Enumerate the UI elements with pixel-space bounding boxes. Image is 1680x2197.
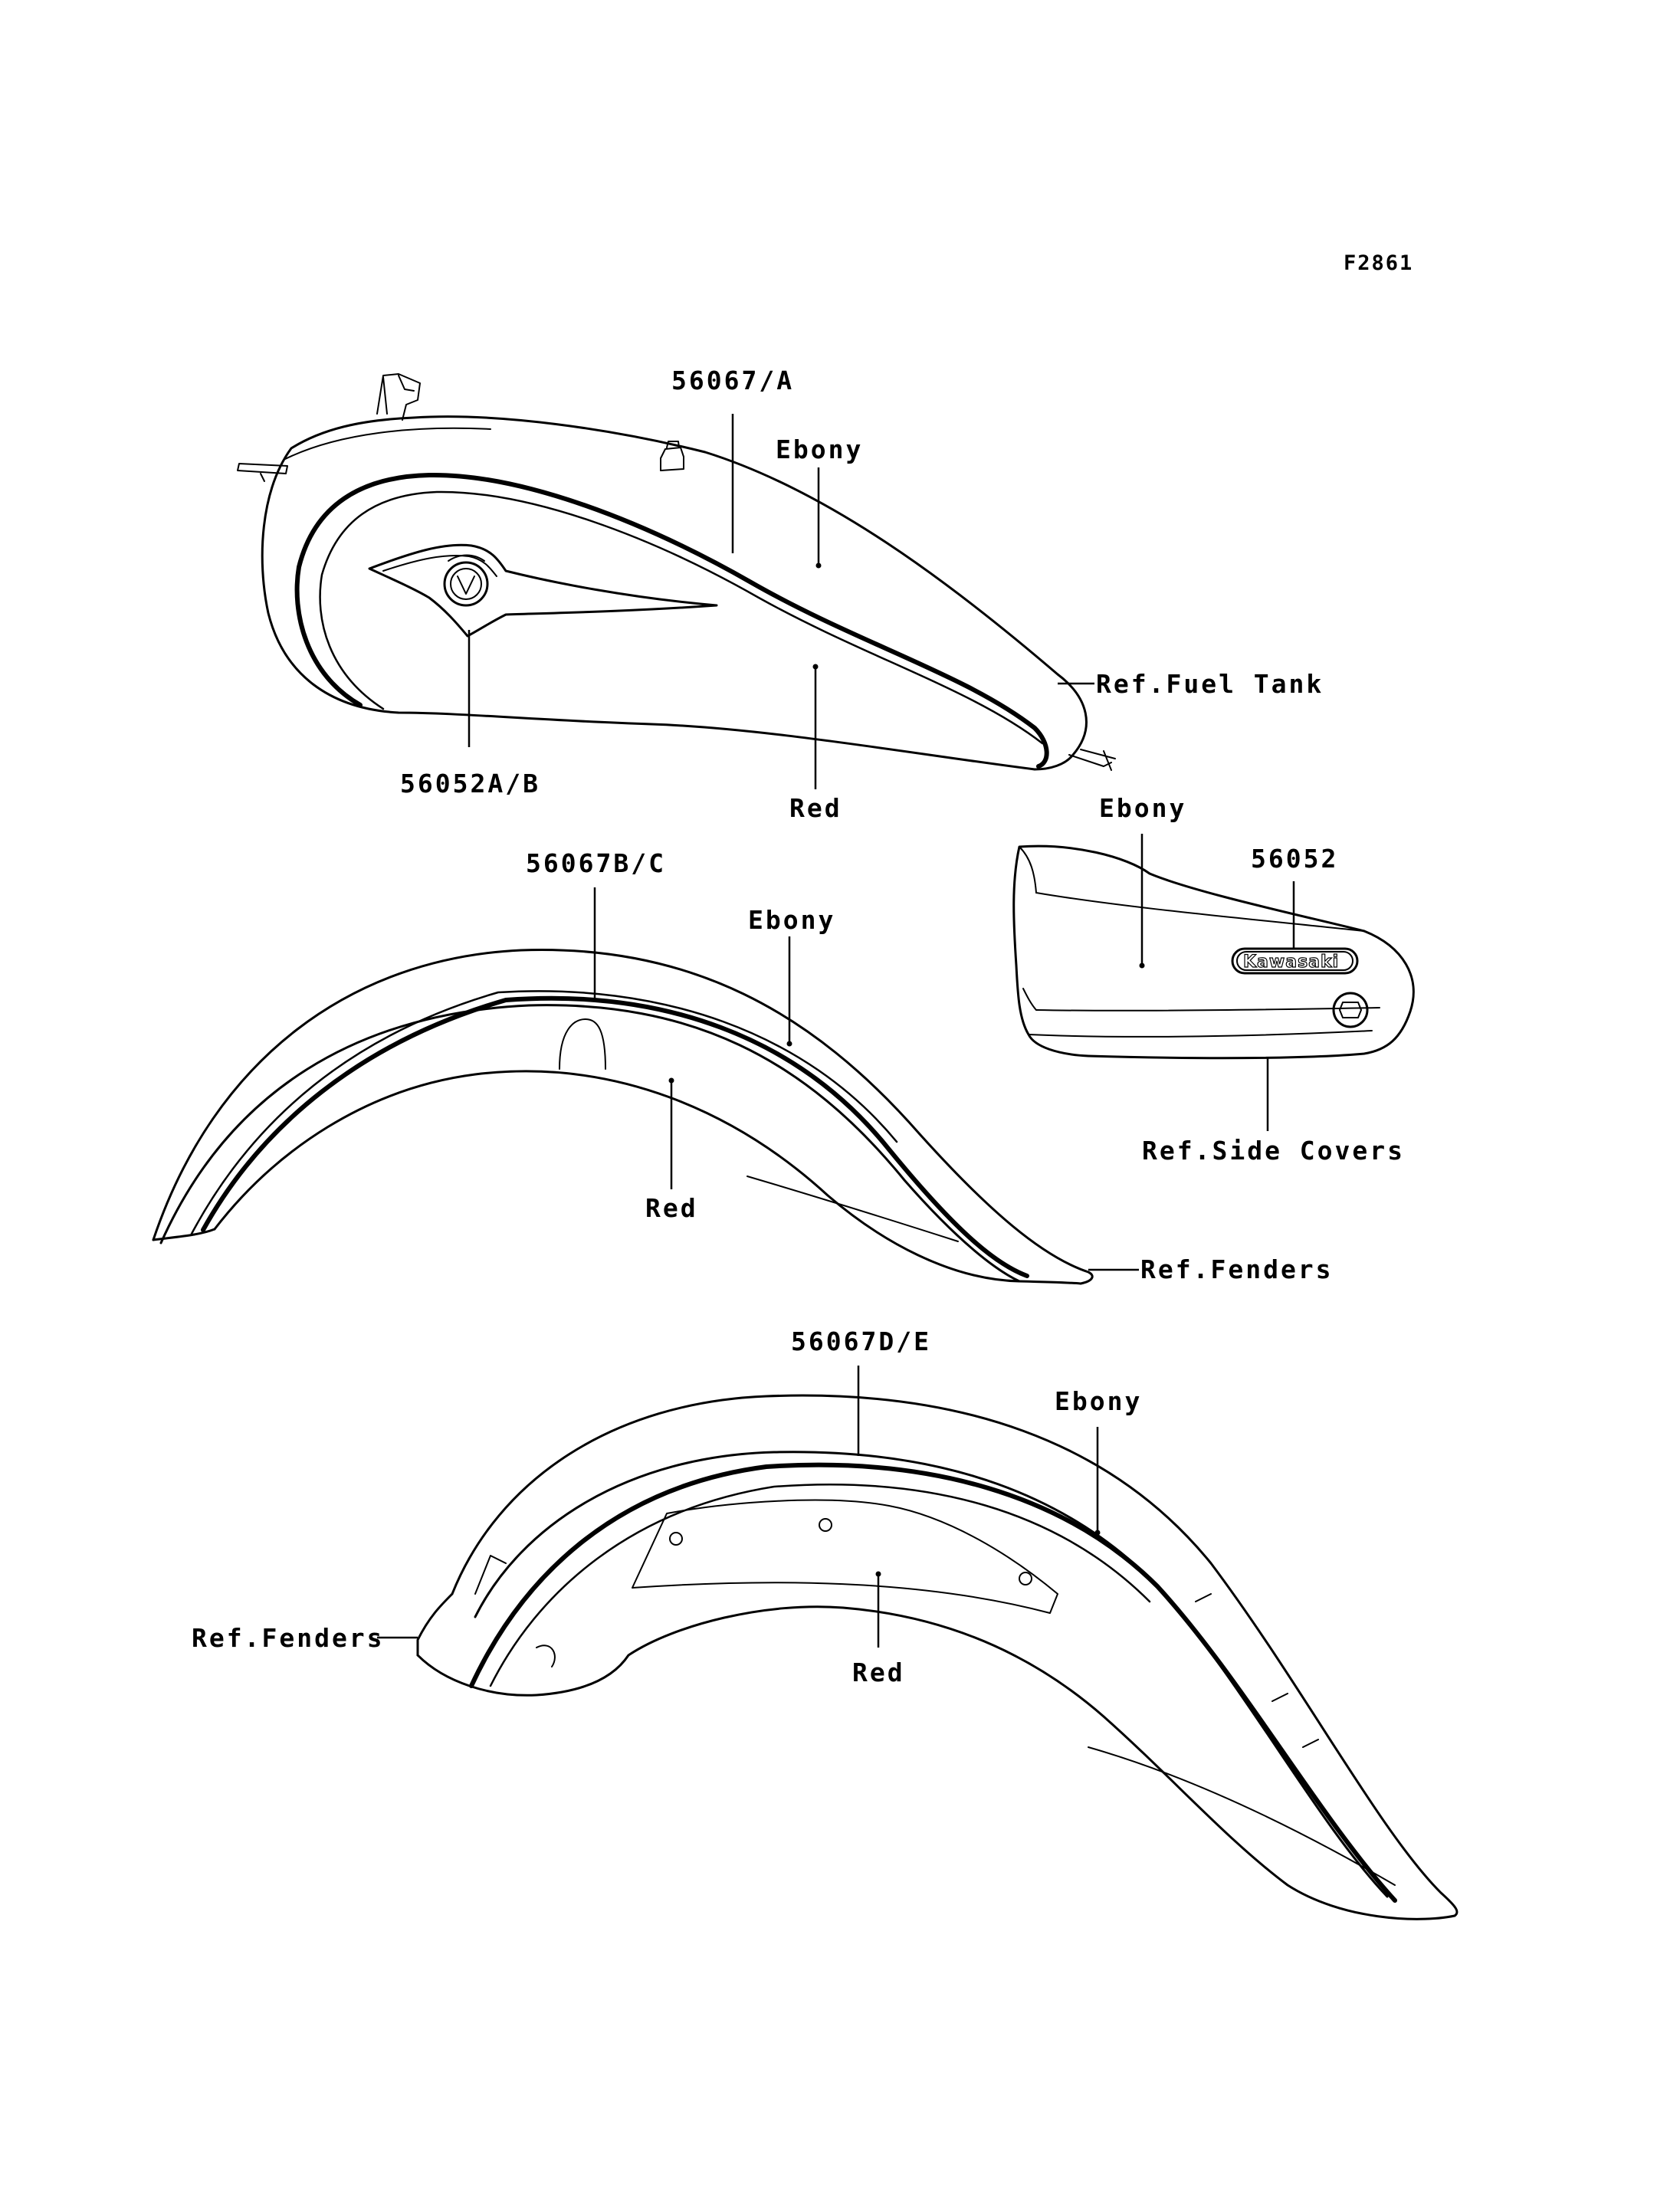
tank-ref-label: Ref.Fuel Tank (1096, 669, 1324, 699)
svg-text:Kawasaki: Kawasaki (1243, 953, 1339, 972)
rear-fender-hole-3 (1019, 1572, 1032, 1585)
tank-stripe-inner (319, 490, 1044, 745)
tank-rear-mount (1068, 749, 1116, 771)
fuel-tank: 56067/A Ebony 56052A/B Red Ref.Fuel Tank (237, 366, 1324, 823)
tank-top-edge (283, 427, 491, 461)
rear-fender-stripe (469, 1462, 1397, 1903)
front-fender-mount (559, 1018, 606, 1070)
side-cover-outline (1012, 844, 1415, 1060)
front-fender-ebony-label: Ebony (748, 905, 835, 935)
rear-fender-ref-label: Ref.Fenders (192, 1623, 385, 1653)
rear-fender-hole-2 (819, 1518, 832, 1532)
side-cover-ref-label: Ref.Side Covers (1142, 1136, 1405, 1166)
side-cover-part-label: 56052 (1251, 844, 1338, 874)
tank-ebony-label: Ebony (776, 434, 863, 464)
rear-fender-ebony-label: Ebony (1055, 1386, 1142, 1416)
side-cover-ebony-label: Ebony (1099, 793, 1186, 823)
rear-fender-part-label: 56067D/E (791, 1326, 931, 1356)
rear-fender-red-label: Red (852, 1658, 905, 1687)
side-cover-bolt (1332, 992, 1369, 1028)
side-cover: Kawasaki Ebony 56052 Ref.Side Covers (1012, 793, 1415, 1166)
front-fender-inner (159, 1004, 1021, 1283)
kawasaki-logo: Kawasaki (1231, 947, 1359, 975)
front-fender-ref-label: Ref.Fenders (1140, 1254, 1334, 1284)
tank-stripe (294, 472, 1049, 769)
rear-fender-hole-1 (669, 1532, 683, 1546)
rear-fender: 56067D/E Ebony Red Ref.Fenders (192, 1326, 1459, 1920)
rear-fender-inner (474, 1451, 1389, 1898)
figure-number: F2861 (1344, 251, 1413, 275)
tank-outline (261, 415, 1088, 771)
tank-emblem (368, 543, 718, 638)
rear-fender-outer (451, 1394, 1459, 1917)
front-fender-outer (152, 948, 1094, 1285)
tank-part-label: 56067/A (671, 366, 794, 395)
front-fender-stripe (201, 995, 1029, 1278)
rear-fender-bottom (416, 1592, 454, 1657)
tank-red-label: Red (789, 793, 842, 823)
rear-fender-bracket (632, 1499, 1058, 1614)
tank-emblem-label: 56052A/B (400, 769, 540, 798)
tank-front-tab (237, 463, 288, 482)
front-fender-bottom (152, 1228, 216, 1241)
front-fender: 56067B/C Ebony Red Ref.Fenders (152, 848, 1334, 1285)
front-fender-red-label: Red (645, 1193, 698, 1223)
tank-mount-bracket (376, 373, 421, 421)
front-fender-part-label: 56067B/C (526, 848, 666, 878)
